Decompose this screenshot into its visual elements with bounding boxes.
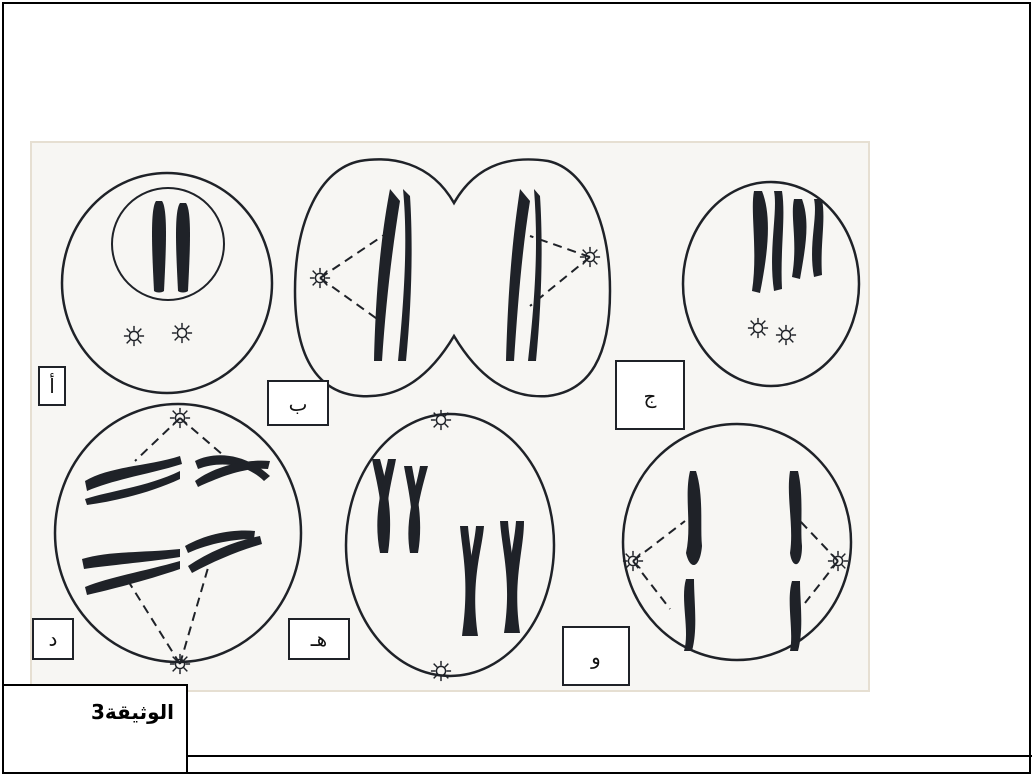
- label-f: و: [590, 645, 601, 669]
- document-label: الوثيقة3: [91, 700, 174, 724]
- label-d: د: [49, 627, 58, 651]
- label-a: أ: [49, 373, 55, 398]
- label-e: هـ: [310, 627, 327, 651]
- cell-division-figure: أ ب ج د هـ و: [30, 141, 870, 692]
- document-label-box: الوثيقة3: [2, 684, 188, 774]
- label-b: ب: [289, 392, 308, 416]
- bottom-rule: [187, 755, 1032, 757]
- label-c: ج: [644, 384, 657, 408]
